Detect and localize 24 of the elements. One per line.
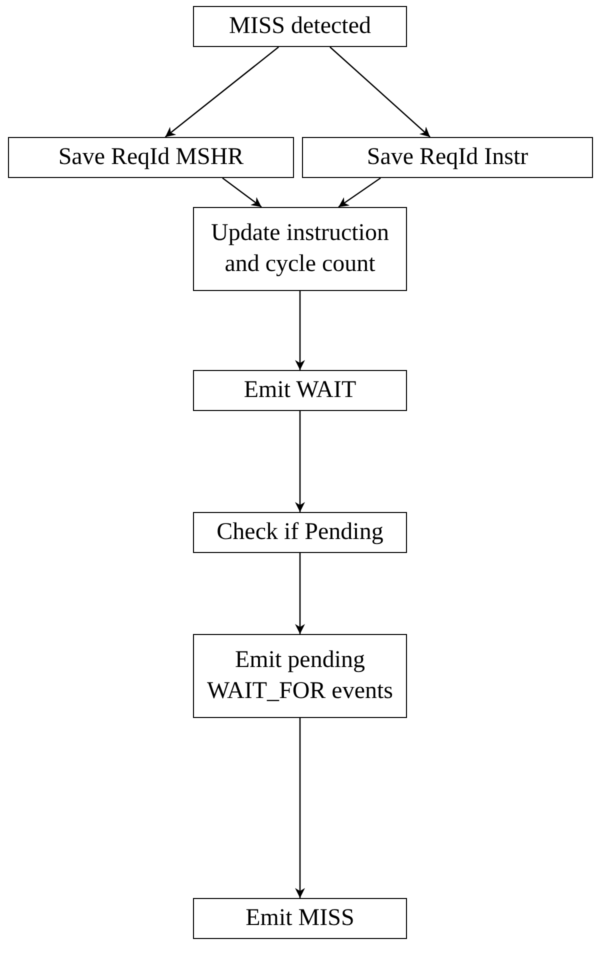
box-label: MISS detected (229, 12, 371, 41)
box-label: Save ReqId Instr (366, 142, 528, 172)
process-box (302, 137, 593, 178)
process-box (193, 6, 407, 47)
arrow (338, 177, 381, 208)
process-box (193, 512, 407, 553)
arrow (164, 46, 279, 138)
arrow (295, 411, 305, 512)
arrow (295, 718, 305, 898)
process-box (193, 370, 407, 411)
box-label: Update instruction and cycle count (210, 218, 390, 279)
arrow (295, 291, 305, 370)
process-box (193, 898, 407, 939)
arrow (295, 553, 305, 634)
process-box (193, 634, 407, 718)
process-box (193, 207, 407, 291)
arrow (330, 46, 430, 138)
box-label: Emit pending WAIT_FOR events (206, 646, 394, 706)
box-label: Emit WAIT (244, 376, 356, 405)
arrow (222, 177, 262, 208)
process-box (8, 137, 294, 178)
box-label: Emit MISS (246, 904, 354, 933)
box-label: Check if Pending (216, 518, 384, 547)
box-label: Save ReqId MSHR (58, 142, 244, 172)
